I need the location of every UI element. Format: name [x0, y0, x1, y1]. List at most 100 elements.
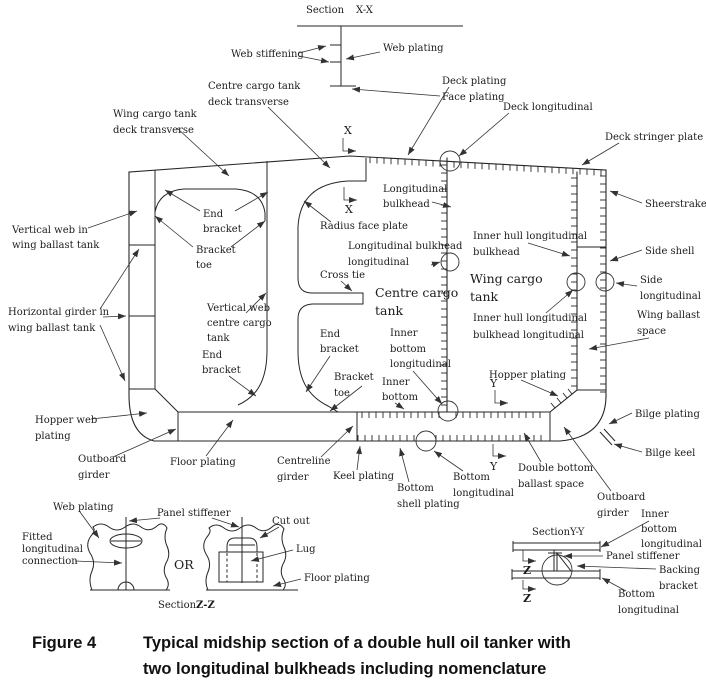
caption-line2: two longitudinal bulkheads including nom… — [143, 660, 546, 678]
label-yy-panel-stiffener: Panel stiffener — [606, 551, 680, 562]
label-deck-plating: Deck plating — [442, 76, 507, 87]
leader-line — [394, 402, 405, 410]
label-wing-ballast-space: Wing ballast — [637, 310, 700, 321]
label-bracket-toe-mid: toe — [334, 388, 350, 399]
hatch-tick — [567, 388, 573, 395]
leader-line — [99, 324, 126, 382]
label-wing-ballast-space: space — [637, 326, 666, 337]
label-longitudinal-bulkhead: bulkhead — [383, 199, 430, 210]
leader-line — [545, 289, 574, 314]
label-zz-web-plating: Web plating — [53, 502, 114, 513]
label-zz-fitted-connection: connection — [22, 556, 78, 567]
label-face-plating: Face plating — [442, 92, 505, 103]
label-wing-cargo-tank: Wing cargo — [470, 271, 543, 286]
leader-line — [520, 379, 559, 397]
label-end-bracket-left: End — [202, 350, 223, 361]
x-marker-upper: X — [344, 124, 352, 137]
leader-line — [340, 280, 353, 292]
z-marker-lower: Z — [523, 592, 531, 605]
backing-bracket-callout — [541, 554, 573, 586]
leader-line — [527, 242, 571, 257]
leader-line — [99, 248, 140, 310]
caption-line1: Typical midship section of a double hull… — [143, 634, 571, 652]
label-longitudinal-bulkhead: Longitudinal — [383, 184, 447, 195]
x-marker-lower: X — [345, 203, 353, 216]
hopper-web-and-outboard-girder — [154, 388, 179, 441]
torn-web-plate-right — [203, 523, 287, 591]
main-labels: Centre cargo tank deck transverse Wing c… — [8, 76, 706, 519]
leader-line — [90, 410, 148, 420]
label-outboard-girder-right: girder — [597, 508, 629, 519]
label-yy-backing-bracket: bracket — [659, 581, 698, 592]
leader-line — [563, 426, 612, 492]
side-longitudinal-callout — [595, 272, 615, 292]
label-wing-cargo-tank: tank — [470, 289, 499, 304]
tee-beam-section — [297, 25, 463, 87]
leader-line — [615, 281, 638, 288]
label-wing-deck-transverse: Wing cargo tank — [113, 109, 198, 120]
label-side-longitudinal: Side — [640, 275, 662, 286]
label-vertical-web-centre: Vertical web — [206, 303, 270, 314]
wing-ballast-stringers — [577, 246, 606, 391]
bottom-shell-plate — [511, 569, 601, 580]
label-double-bottom-ballast: Double bottom — [518, 463, 594, 474]
section-yy-mark: Y-Y — [569, 527, 585, 538]
label-yy-bottom-longitudinal: longitudinal — [618, 605, 679, 616]
y-marker-lower-arrow — [492, 444, 506, 459]
bilge-keel-stub — [599, 428, 616, 446]
y-marker-upper: Y — [489, 377, 498, 390]
label-end-bracket-mid: End — [320, 329, 341, 340]
label-web-stiffening: Web stiffening — [231, 49, 304, 60]
z-marker-upper-arrow — [522, 550, 536, 564]
label-centre-cargo-tank: tank — [375, 303, 404, 318]
leader-line — [230, 220, 266, 248]
label-side-shell: Side shell — [645, 246, 694, 257]
section-yy-title: Section — [532, 527, 571, 538]
label-outboard-girder-left: Outboard — [78, 454, 127, 465]
leader-line — [458, 112, 510, 157]
leader-line — [267, 106, 331, 169]
leader-line — [298, 55, 330, 64]
hopper-plating-line — [549, 389, 578, 413]
label-outboard-girder-right: Outboard — [597, 492, 646, 503]
label-inner-bottom-longitudinal: Inner — [390, 328, 418, 339]
leader-line — [608, 412, 633, 425]
hatch-tick — [562, 392, 568, 399]
leader-line — [245, 292, 267, 314]
leader-line — [412, 370, 443, 405]
label-inner-bottom: Inner — [382, 377, 410, 388]
label-side-longitudinal: longitudinal — [640, 291, 701, 302]
label-bottom-shell-plating: shell plating — [397, 499, 460, 510]
section-cut-markers: X X Y Y — [342, 124, 508, 473]
leader-line — [523, 432, 542, 463]
label-deck-longitudinal: Deck longitudinal — [503, 102, 593, 113]
x-marker-lower-arrow — [343, 187, 357, 203]
backing-bracket-shape — [556, 551, 573, 572]
leader-line — [581, 142, 620, 166]
label-bottom-longitudinal: Bottom — [453, 472, 490, 483]
label-cross-tie: Cross tie — [320, 270, 365, 281]
label-centreline-girder: girder — [277, 472, 309, 483]
label-zz-floor-plating: Floor plating — [304, 573, 370, 584]
z-marker-lower-arrow — [522, 580, 536, 592]
leader-line — [205, 419, 234, 457]
bulkhead-longitudinal-callout — [440, 252, 460, 272]
leader-line — [320, 425, 354, 458]
label-wing-deck-transverse: deck transverse — [113, 125, 194, 136]
leader-line — [272, 578, 302, 587]
leader-line — [154, 215, 194, 248]
label-horizontal-girder: Horizontal girder in — [8, 307, 110, 318]
label-web-plating-xx: Web plating — [383, 43, 444, 54]
label-bilge-plating: Bilge plating — [635, 409, 700, 420]
inner-bottom-longitudinal-callout — [437, 400, 459, 422]
label-centre-cargo-tank: Centre cargo — [375, 285, 458, 300]
leader-arrows — [87, 86, 650, 492]
label-vertical-web-wing: Vertical web in — [11, 225, 88, 236]
label-bottom-longitudinal: longitudinal — [453, 488, 514, 499]
label-yy-bottom-longitudinal: Bottom — [618, 589, 655, 600]
label-inner-hull-lb: bulkhead — [473, 247, 520, 258]
leader-line — [588, 337, 650, 351]
label-inner-bottom: bottom — [382, 392, 418, 403]
stiffener-hatch-ticks — [357, 157, 606, 441]
leader-line — [576, 563, 657, 570]
